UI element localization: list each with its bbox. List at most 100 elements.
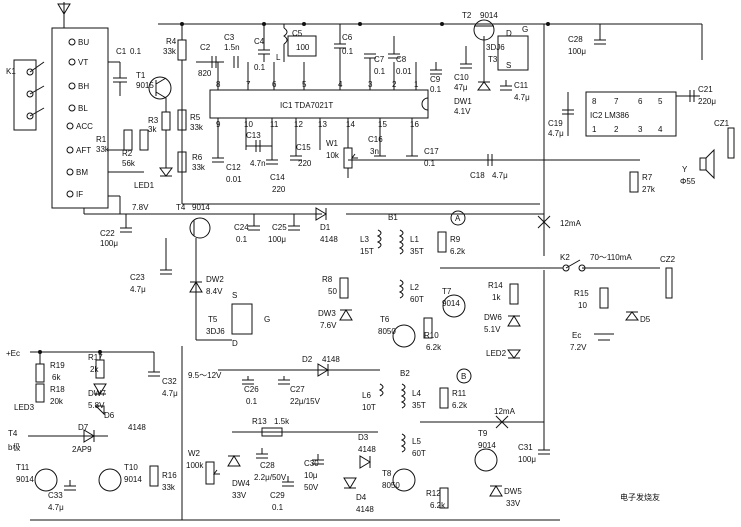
- svg-text:C10: C10: [454, 73, 469, 82]
- svg-text:DW7: DW7: [88, 389, 106, 398]
- svg-text:60T: 60T: [410, 295, 424, 304]
- ic2-label: IC2 LM386: [590, 111, 630, 120]
- svg-text:47μ: 47μ: [454, 83, 468, 92]
- svg-text:6k: 6k: [52, 373, 61, 382]
- svg-text:15T: 15T: [360, 247, 374, 256]
- ic1-tda7021t: IC1 TDA7021T 8 7 6 5 4 3 2 1 9 10 11 12 …: [209, 62, 429, 150]
- svg-text:R9: R9: [450, 235, 461, 244]
- if-label: IF: [76, 190, 83, 199]
- svg-text:4148: 4148: [128, 423, 146, 432]
- svg-text:A: A: [455, 214, 461, 223]
- svg-text:K2: K2: [560, 253, 570, 262]
- svg-text:B1: B1: [388, 213, 398, 222]
- svg-text:W2: W2: [188, 449, 201, 458]
- aft-label: AFT: [76, 146, 91, 155]
- svg-text:100k: 100k: [186, 461, 204, 470]
- svg-text:DW5: DW5: [504, 487, 522, 496]
- svg-text:5: 5: [658, 97, 663, 106]
- svg-text:9014: 9014: [16, 475, 34, 484]
- svg-text:3DJ6: 3DJ6: [206, 327, 225, 336]
- svg-text:LED1: LED1: [134, 181, 155, 190]
- band-bu: BU: [78, 38, 89, 47]
- acc-label: ACC: [76, 122, 93, 131]
- svg-text:33k: 33k: [192, 163, 206, 172]
- svg-text:C1: C1: [116, 47, 127, 56]
- svg-text:4.7μ: 4.7μ: [162, 389, 178, 398]
- svg-text:C7: C7: [374, 55, 385, 64]
- svg-text:56k: 56k: [122, 159, 136, 168]
- svg-text:0.1: 0.1: [246, 397, 258, 406]
- svg-text:C5: C5: [292, 29, 303, 38]
- transistor-t1-group: R4 33k T1 9015 R3 3k LED1 R1 33k R2 56k: [96, 24, 187, 190]
- svg-text:0.1: 0.1: [272, 503, 284, 512]
- svg-text:C9: C9: [430, 75, 441, 84]
- svg-text:9015: 9015: [136, 81, 154, 90]
- svg-text:4.7μ: 4.7μ: [48, 503, 64, 512]
- svg-text:2k: 2k: [90, 365, 99, 374]
- svg-text:DW1: DW1: [454, 97, 472, 106]
- svg-text:R11: R11: [452, 389, 467, 398]
- svg-text:8.4V: 8.4V: [206, 287, 223, 296]
- svg-text:6.2k: 6.2k: [452, 401, 468, 410]
- svg-text:S: S: [506, 61, 511, 70]
- svg-text:820: 820: [198, 69, 212, 78]
- svg-text:3n: 3n: [370, 147, 379, 156]
- svg-text:R8: R8: [322, 275, 333, 284]
- svg-text:100: 100: [296, 43, 310, 52]
- svg-text:35T: 35T: [410, 247, 424, 256]
- svg-text:27k: 27k: [642, 185, 656, 194]
- svg-text:8: 8: [592, 97, 597, 106]
- svg-text:L4: L4: [412, 389, 421, 398]
- charger-section: +Ec R19 6k R18 20k R17 2k DW7 5.8V C32 4…: [6, 349, 324, 512]
- svg-text:3: 3: [638, 125, 643, 134]
- svg-text:4.7n: 4.7n: [250, 159, 266, 168]
- svg-text:C33: C33: [48, 491, 63, 500]
- svg-text:Φ55: Φ55: [680, 177, 696, 186]
- svg-text:3DJ6: 3DJ6: [486, 43, 505, 52]
- ic1-label: IC1 TDA7021T: [280, 101, 333, 110]
- svg-text:1.5k: 1.5k: [274, 417, 290, 426]
- svg-text:0.1: 0.1: [424, 159, 436, 168]
- ic1-bottom-components: R5 33k R6 33k C12 0.01 C13 4.7n C14 220 …: [177, 109, 640, 194]
- svg-text:T11: T11: [16, 463, 30, 472]
- svg-text:50V: 50V: [304, 483, 319, 492]
- svg-text:R15: R15: [574, 289, 589, 298]
- svg-text:C29: C29: [270, 491, 285, 500]
- svg-text:L2: L2: [410, 283, 419, 292]
- svg-text:T6: T6: [380, 315, 390, 324]
- audio-amp-ic2: C28 100μ IC2 LM386 8 7 6 5 1 2 3 4 C19 4…: [548, 24, 735, 194]
- stage-b: B B2 L6 10T L4 35T L5 60T R11 6.2k R13 1…: [232, 270, 550, 514]
- svg-text:10: 10: [244, 120, 253, 129]
- svg-text:0.01: 0.01: [226, 175, 242, 184]
- mid-supply: 7.8V T4 9014 C22 100μ C23 4.7μ DW2 8.4V …: [83, 203, 340, 406]
- bm-label: BM: [76, 168, 88, 177]
- svg-text:4148: 4148: [320, 235, 338, 244]
- svg-text:0.1: 0.1: [254, 63, 266, 72]
- svg-text:7.6V: 7.6V: [320, 321, 337, 330]
- svg-text:C15: C15: [296, 143, 311, 152]
- svg-text:D6: D6: [104, 411, 115, 420]
- capacitor-c1: C1 0.1: [108, 47, 142, 96]
- svg-text:+Ec: +Ec: [6, 349, 20, 358]
- svg-text:33k: 33k: [96, 145, 110, 154]
- svg-text:S: S: [232, 291, 237, 300]
- svg-text:8050: 8050: [378, 327, 396, 336]
- svg-text:50: 50: [328, 287, 337, 296]
- svg-text:T5: T5: [208, 315, 218, 324]
- svg-text:b极: b极: [8, 442, 20, 452]
- svg-text:T1: T1: [136, 71, 146, 80]
- svg-text:B2: B2: [400, 369, 410, 378]
- svg-text:4: 4: [658, 125, 663, 134]
- svg-text:DW4: DW4: [232, 479, 250, 488]
- svg-text:C27: C27: [290, 385, 305, 394]
- svg-text:R19: R19: [50, 361, 65, 370]
- svg-text:2: 2: [614, 125, 619, 134]
- svg-text:R4: R4: [166, 37, 177, 46]
- svg-text:0.1: 0.1: [430, 85, 442, 94]
- svg-text:C28: C28: [568, 35, 583, 44]
- svg-text:2.2μ/50V: 2.2μ/50V: [254, 473, 287, 482]
- svg-text:5.1V: 5.1V: [484, 325, 501, 334]
- svg-text:100μ: 100μ: [518, 455, 536, 464]
- svg-text:R1: R1: [96, 135, 107, 144]
- svg-text:R2: R2: [122, 149, 133, 158]
